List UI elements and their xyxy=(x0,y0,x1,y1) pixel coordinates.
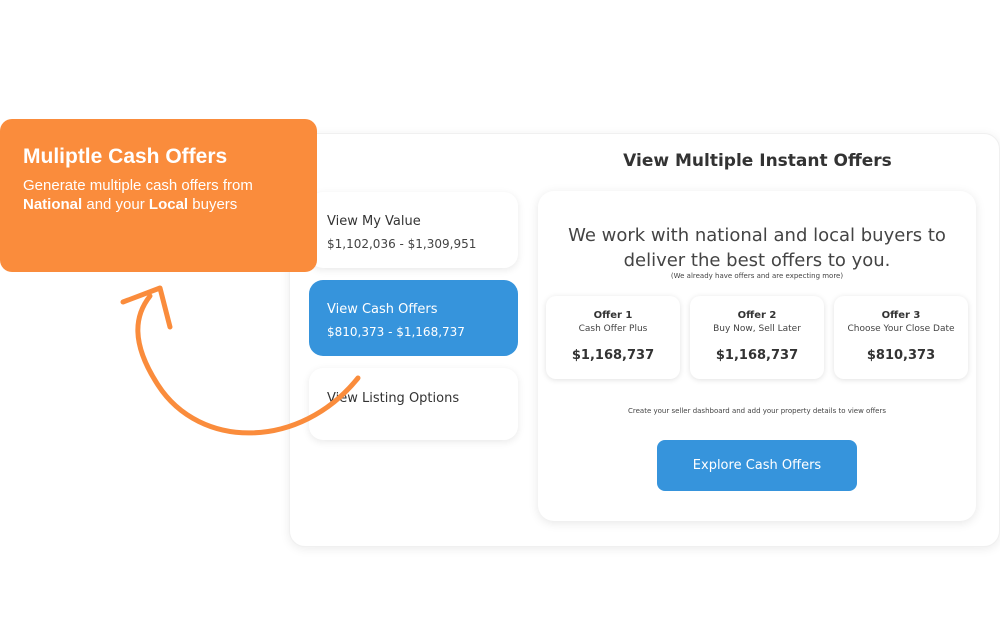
sidebar-item-view-cash-offers[interactable]: View Cash Offers $810,373 - $1,168,737 xyxy=(309,280,518,356)
sidebar-item-value: $1,102,036 - $1,309,951 xyxy=(327,237,477,251)
callout-title: Muliptle Cash Offers xyxy=(23,145,228,168)
dashboard-note: Create your seller dashboard and add you… xyxy=(628,407,886,415)
offer-card-2[interactable]: Offer 2 Buy Now, Sell Later $1,168,737 xyxy=(690,296,824,379)
offer-amount: $810,373 xyxy=(866,348,936,363)
offer-name: Offer 3 xyxy=(881,310,921,321)
callout-body: Generate multiple cash offers from Natio… xyxy=(23,176,293,214)
offer-amount: $1,168,737 xyxy=(715,348,799,363)
callout-box: Muliptle Cash Offers Generate multiple c… xyxy=(0,119,317,272)
explore-cash-offers-button[interactable]: Explore Cash Offers xyxy=(657,440,857,491)
offer-card-3[interactable]: Offer 3 Choose Your Close Date $810,373 xyxy=(834,296,968,379)
offer-name: Offer 2 xyxy=(737,310,777,321)
headline: We work with national and local buyers t… xyxy=(568,225,946,271)
subnote: (We already have offers and are expectin… xyxy=(670,272,844,280)
callout-text: buyers xyxy=(188,196,238,213)
offer-card-1[interactable]: Offer 1 Cash Offer Plus $1,168,737 xyxy=(546,296,680,379)
panel-title: View Multiple Instant Offers xyxy=(623,151,892,171)
offer-name: Offer 1 xyxy=(593,310,633,321)
sidebar-item-view-listing-options[interactable]: View Listing Options xyxy=(309,368,518,440)
sidebar-item-label: View My Value xyxy=(327,214,421,229)
callout-bold-local: Local xyxy=(148,196,189,213)
offer-amount: $1,168,737 xyxy=(571,348,655,363)
callout-bold-national: National xyxy=(23,196,83,213)
sidebar-item-value: $810,373 - $1,168,737 xyxy=(327,325,465,339)
offer-description: Choose Your Close Date xyxy=(847,324,955,334)
sidebar-item-label: View Listing Options xyxy=(327,391,460,406)
sidebar-item-label: View Cash Offers xyxy=(327,302,438,317)
callout-text: Generate multiple cash offers from xyxy=(23,177,253,194)
offer-description: Buy Now, Sell Later xyxy=(713,324,801,334)
offer-description: Cash Offer Plus xyxy=(578,324,648,334)
sidebar-item-view-my-value[interactable]: View My Value $1,102,036 - $1,309,951 xyxy=(309,192,518,268)
callout-text: and your xyxy=(82,196,149,213)
